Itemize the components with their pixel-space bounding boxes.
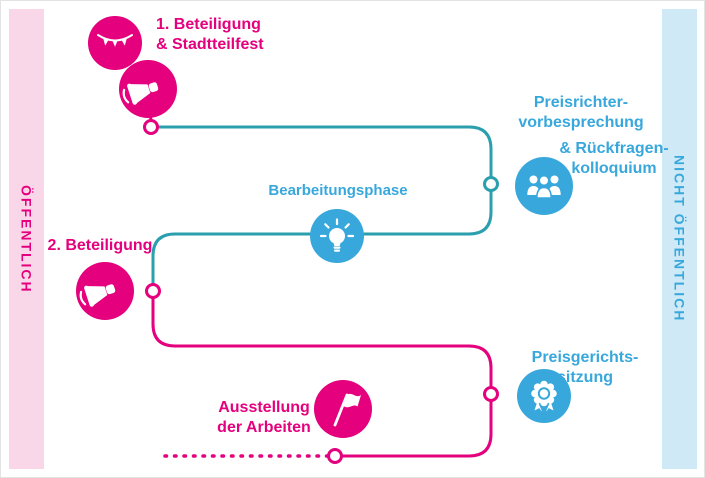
node-before-briefing xyxy=(483,176,499,192)
label-line: 1. Beteiligung xyxy=(156,16,261,33)
connector-step1-to-briefing xyxy=(151,125,493,184)
connector-jury-to-exhibition xyxy=(342,394,493,458)
node-step2 xyxy=(145,283,161,299)
node-exhibition xyxy=(327,448,343,464)
station-circle xyxy=(314,380,372,438)
label-line: & Stadtteilfest xyxy=(156,36,264,53)
label-participation1: 1. Beteiligung & Stadtteilfest xyxy=(156,15,264,55)
label-line: Ausstellung xyxy=(218,399,310,416)
label-jury-session: Preisgerichts- sitzung xyxy=(509,348,661,388)
label-participation2: 2. Beteiligung xyxy=(29,236,171,256)
non-public-band: NICHT ÖFFENTLICH xyxy=(662,9,697,469)
label-line: vorbesprechung xyxy=(518,114,644,131)
station-participation1 xyxy=(119,60,177,118)
label-line: 2. Beteiligung xyxy=(47,237,153,254)
connector-step2-to-jury xyxy=(151,291,493,394)
label-line: & Rückfragen- xyxy=(559,140,669,157)
label-line: Preisrichter- xyxy=(533,94,629,111)
public-band-label: ÖFFENTLICH xyxy=(18,184,35,294)
label-jury-briefing-top: Preisrichter- vorbesprechung xyxy=(501,93,661,133)
non-public-band-label: NICHT ÖFFENTLICH xyxy=(671,155,688,323)
public-band: ÖFFENTLICH xyxy=(9,9,44,469)
label-line: sitzung xyxy=(557,369,613,386)
station-exhibition xyxy=(314,380,372,438)
station-work-phase xyxy=(310,209,364,263)
station-jury-session xyxy=(517,369,571,423)
label-line: der Arbeiten xyxy=(217,419,311,436)
station-participation2 xyxy=(76,262,134,320)
node-before-jury-session xyxy=(483,386,499,402)
station-jury-briefing xyxy=(515,157,573,215)
label-line: Bearbeitungsphase xyxy=(268,182,408,199)
label-work-phase: Bearbeitungsphase xyxy=(253,181,423,201)
station-festival xyxy=(88,16,142,70)
node-after-step1 xyxy=(143,119,159,135)
label-jury-briefing-bottom: & Rückfragen- kolloquium xyxy=(549,139,679,179)
label-exhibition: Ausstellung der Arbeiten xyxy=(194,398,334,438)
label-line: Preisgerichts- xyxy=(531,349,639,366)
label-line: kolloquium xyxy=(571,160,657,177)
